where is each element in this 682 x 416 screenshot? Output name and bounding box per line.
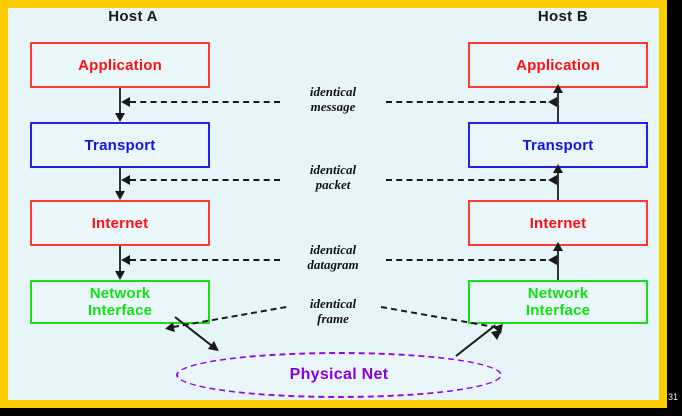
peer-label-line2: frame bbox=[317, 311, 349, 326]
peer-line-message-left bbox=[130, 101, 280, 103]
peer-line-packet-left bbox=[130, 179, 280, 181]
peer-label-line1: identical bbox=[309, 84, 357, 99]
host-a-connector-transport-internet bbox=[119, 168, 121, 194]
peer-line-datagram-left bbox=[130, 259, 280, 261]
host-b-connector-transport-app bbox=[557, 90, 559, 122]
host-a-layer-transport[interactable]: Transport bbox=[30, 122, 210, 168]
peer-line-message-right bbox=[386, 101, 546, 103]
host-a-connector-internet-netif bbox=[119, 246, 121, 274]
peer-label-packet: identical packet bbox=[283, 162, 383, 192]
peer-arrowhead-datagram-right bbox=[548, 255, 557, 265]
peer-label-line2: packet bbox=[315, 177, 351, 192]
peer-label-message: identical message bbox=[283, 84, 383, 114]
peer-label-line2: datagram bbox=[307, 257, 359, 272]
slide-page-number: 31 bbox=[668, 392, 679, 402]
host-a-layer-application[interactable]: Application bbox=[30, 42, 210, 88]
host-a-arrowhead-down-3 bbox=[115, 271, 125, 280]
host-b-arrowhead-up-1 bbox=[553, 84, 563, 93]
host-a-layer-internet[interactable]: Internet bbox=[30, 200, 210, 246]
peer-label-line1: identical bbox=[309, 296, 357, 311]
host-b-connector-netif-internet bbox=[557, 248, 559, 280]
peer-line-datagram-right bbox=[386, 259, 546, 261]
peer-label-line2: message bbox=[310, 99, 356, 114]
peer-label-frame: identical frame bbox=[283, 296, 383, 326]
layer-label: Transport bbox=[84, 136, 156, 154]
host-a-arrowhead-down-2 bbox=[115, 191, 125, 200]
peer-label-line1: identical bbox=[309, 242, 357, 257]
host-b-arrowhead-up-2 bbox=[553, 164, 563, 173]
host-b-layer-application[interactable]: Application bbox=[468, 42, 648, 88]
layer-label: Internet bbox=[91, 214, 149, 232]
layer-label: Transport bbox=[522, 136, 594, 154]
physical-net-ellipse[interactable]: Physical Net bbox=[176, 352, 502, 398]
peer-arrowhead-message-right bbox=[548, 97, 557, 107]
layer-label-line2: Interface bbox=[87, 302, 153, 319]
host-a-arrowhead-down-1 bbox=[115, 113, 125, 122]
layer-label-line2: Interface bbox=[525, 302, 591, 319]
layer-label: Application bbox=[78, 56, 162, 74]
peer-arrowhead-packet-right bbox=[548, 175, 557, 185]
host-b-layer-network-interface[interactable]: Network Interface bbox=[468, 280, 648, 324]
peer-arrowhead-datagram-left bbox=[121, 255, 130, 265]
peer-arrowhead-message-left bbox=[121, 97, 130, 107]
host-a-title: Host A bbox=[108, 8, 158, 25]
host-b-arrowhead-up-3 bbox=[553, 242, 563, 251]
peer-label-line1: identical bbox=[309, 162, 357, 177]
layer-label: Internet bbox=[529, 214, 587, 232]
peer-label-datagram: identical datagram bbox=[283, 242, 383, 272]
peer-arrowhead-packet-left bbox=[121, 175, 130, 185]
layer-label-line1: Network bbox=[527, 285, 589, 302]
peer-line-packet-right bbox=[386, 179, 546, 181]
host-a-connector-app-transport bbox=[119, 88, 121, 116]
host-b-title: Host B bbox=[537, 8, 589, 25]
physical-net-label: Physical Net bbox=[289, 366, 389, 383]
layer-label: Application bbox=[516, 56, 600, 74]
host-a-layer-network-interface[interactable]: Network Interface bbox=[30, 280, 210, 324]
layer-label-line1: Network bbox=[89, 285, 151, 302]
host-b-connector-physicalnet-netif bbox=[455, 324, 497, 357]
host-b-connector-internet-transport bbox=[557, 170, 559, 200]
host-b-layer-internet[interactable]: Internet bbox=[468, 200, 648, 246]
peer-arrowhead-frame-left bbox=[164, 322, 175, 334]
diagram-canvas: Host A Host B Application Transport Inte… bbox=[8, 8, 659, 400]
host-b-layer-transport[interactable]: Transport bbox=[468, 122, 648, 168]
slide-yellow-frame: Host A Host B Application Transport Inte… bbox=[0, 0, 667, 408]
